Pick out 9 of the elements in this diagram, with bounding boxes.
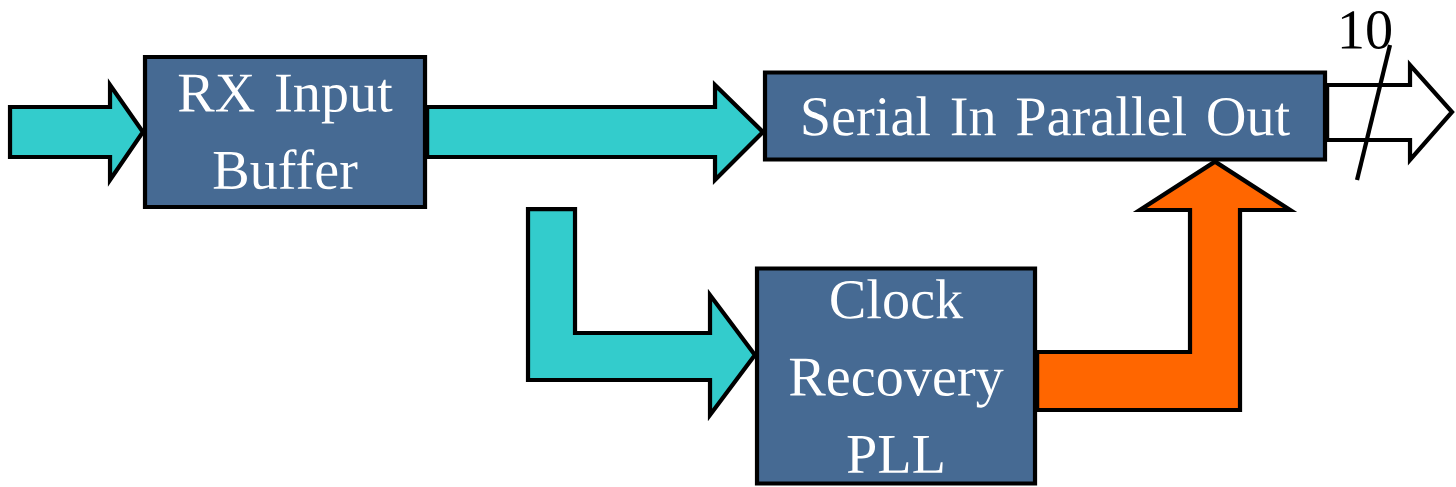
edge-label: 10 (1341, 11, 1391, 49)
process-box: Clock Recovery PLL (754, 266, 1038, 486)
process-box: RX Input Buffer (142, 54, 428, 210)
block-arrow (7, 78, 146, 187)
block-arrow (425, 80, 766, 186)
block-arrow (1325, 59, 1455, 166)
block-arrow (525, 207, 758, 422)
process-box: Serial In Parallel Out (762, 70, 1328, 162)
block-arrow (1035, 159, 1298, 413)
